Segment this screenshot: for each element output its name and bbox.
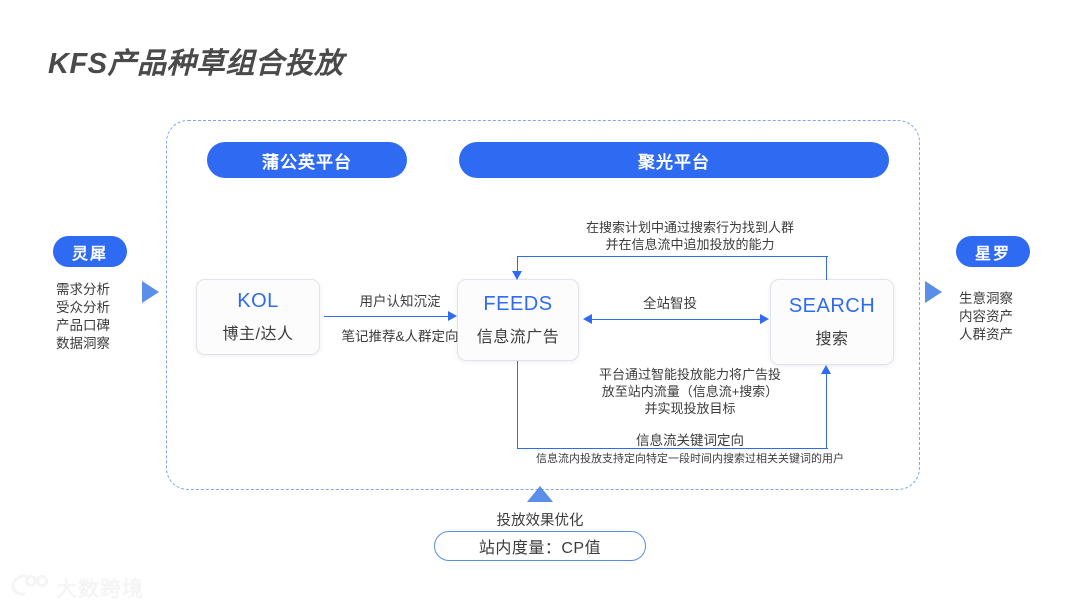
annotation-top: 在搜索计划中通过搜索行为找到人群 并在信息流中追加投放的能力 — [585, 220, 794, 252]
node-kol-title: KOL — [237, 290, 279, 312]
side-pill-xingluo[interactable]: 星罗 — [956, 236, 1030, 267]
left-panel-items: 需求分析 受众分析 产品口碑 数据洞察 — [56, 282, 110, 351]
connector-kol-to-feeds — [324, 316, 448, 317]
connector-search-top-vertical — [826, 256, 827, 280]
annotation-keyword-desc: 信息流内投放支持定向特定一段时间内搜索过相关关键词的用户 — [536, 453, 844, 465]
node-kol-subtitle: 博主/达人 — [222, 326, 294, 343]
side-pill-lingxi[interactable]: 灵犀 — [53, 236, 127, 267]
edge-label-kol-feeds-top: 用户认知沉淀 — [359, 294, 441, 309]
arrowhead-kol-to-feeds-icon — [448, 311, 457, 321]
node-search-subtitle: 搜索 — [815, 331, 849, 348]
page-title: KFS产品种草组合投放 — [48, 48, 344, 80]
watermark: 大数跨境 — [10, 572, 144, 603]
arrow-up-icon-bottom — [527, 486, 553, 502]
watermark-text: 大数跨境 — [56, 577, 144, 601]
node-search[interactable]: SEARCH 搜索 — [770, 279, 894, 365]
node-feeds-title: FEEDS — [483, 293, 553, 315]
connector-feeds-top-vertical — [517, 256, 518, 272]
annotation-middle: 平台通过智能投放能力将广告投 放至站内流量（信息流+搜索） 并实现投放目标 — [598, 367, 781, 416]
node-kol[interactable]: KOL 博主/达人 — [196, 279, 320, 355]
right-panel-items: 生意洞察 内容资产 人群资产 — [959, 291, 1013, 342]
connector-top-loop-horizontal — [517, 256, 828, 257]
node-feeds-subtitle: 信息流广告 — [476, 329, 560, 346]
connector-search-bottom-vertical — [826, 374, 827, 449]
edge-label-quanzhan-zhitou: 全站智投 — [643, 296, 697, 311]
bottom-label-optimization: 投放效果优化 — [496, 513, 584, 529]
node-feeds[interactable]: FEEDS 信息流广告 — [457, 279, 579, 361]
arrowhead-to-search-icon — [760, 314, 769, 324]
node-search-title: SEARCH — [788, 295, 876, 317]
arrowhead-bottom-loop-icon — [821, 365, 831, 374]
platform-pill-dandelion[interactable]: 蒲公英平台 — [207, 142, 407, 178]
watermark-logo-icon — [10, 572, 50, 603]
connector-feeds-search — [590, 319, 760, 320]
arrow-right-icon-right — [925, 281, 942, 303]
edge-label-kol-feeds-bottom: 笔记推荐&人群定向 — [341, 329, 459, 344]
connector-feeds-bottom-vertical — [517, 361, 518, 449]
arrow-right-icon-left — [142, 281, 159, 303]
arrowhead-to-feeds-icon — [583, 314, 592, 324]
platform-pill-spotlight[interactable]: 聚光平台 — [459, 142, 889, 178]
connector-bottom-loop-horizontal — [517, 448, 828, 449]
bottom-pill-metric[interactable]: 站内度量：CP值 — [434, 531, 646, 561]
arrowhead-top-loop-icon — [512, 271, 522, 280]
annotation-keyword-title: 信息流关键词定向 — [636, 433, 744, 448]
